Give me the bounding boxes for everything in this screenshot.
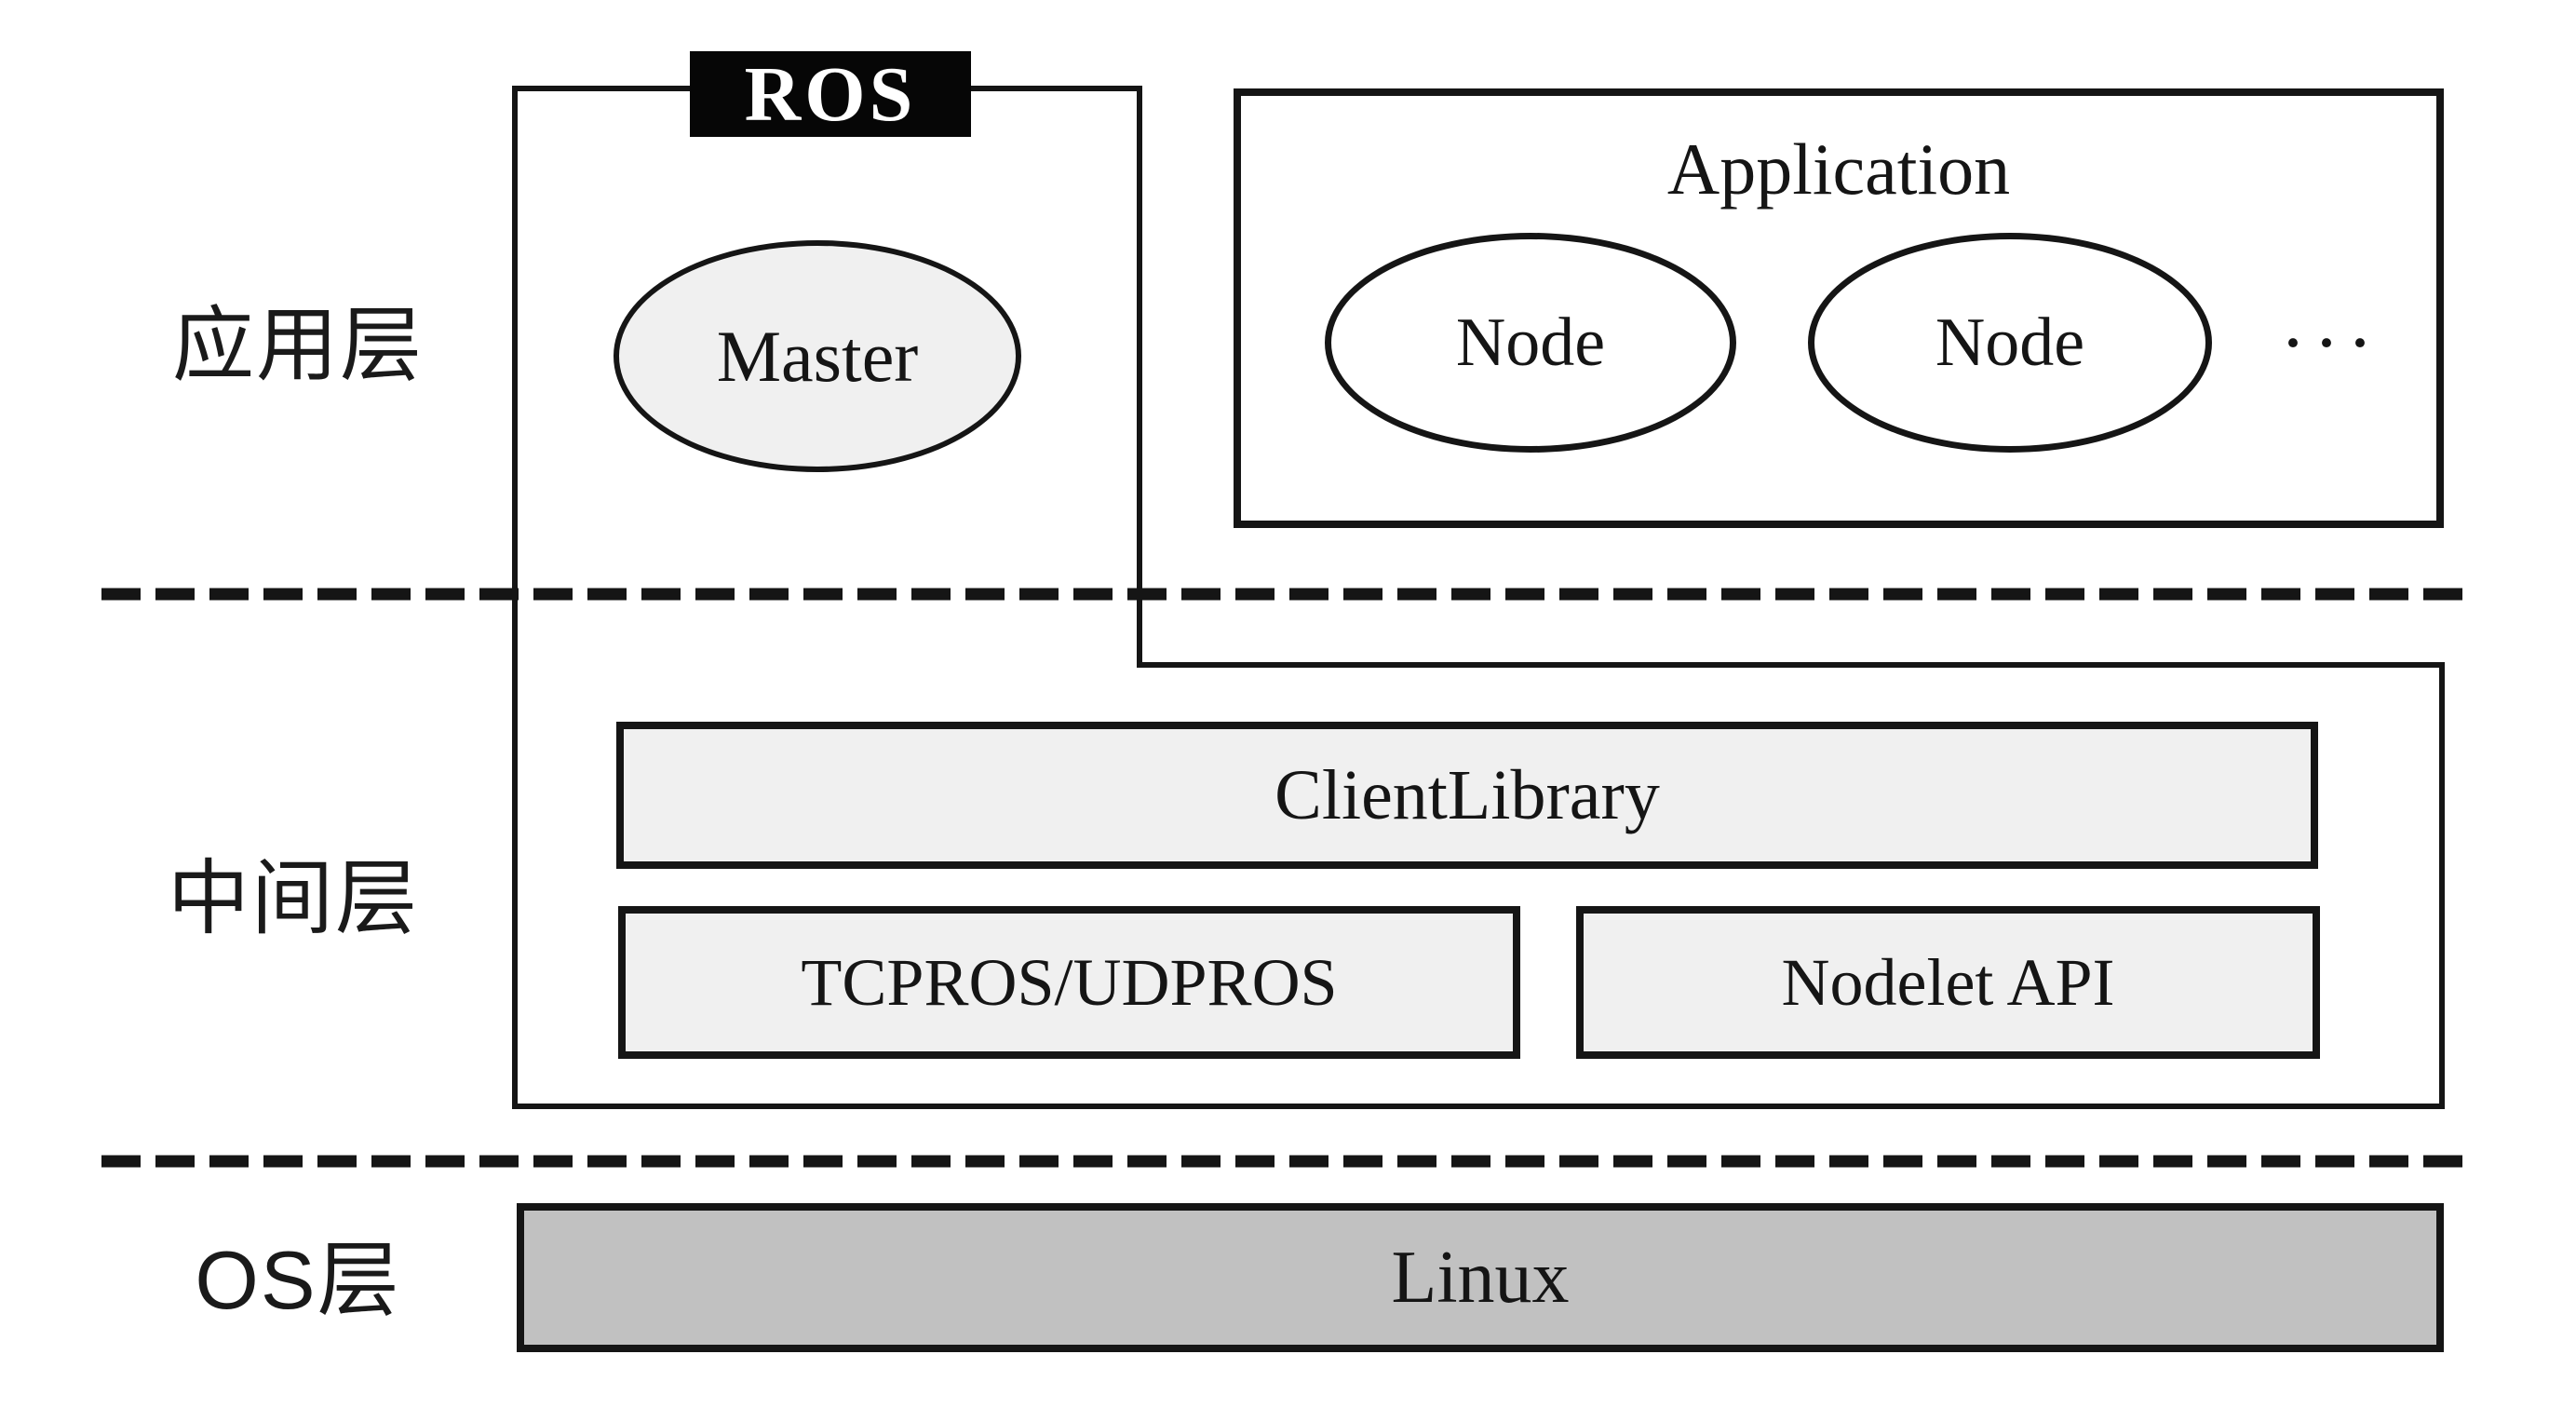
master-node-ellipse: Master [614,240,1021,472]
ros-tag: ROS [690,51,971,138]
nodelet-api-box: Nodelet API [1576,906,2320,1059]
application-box: Application Node Node ··· [1234,88,2444,528]
application-box-title: Application [1666,129,2011,210]
tcpros-udpros-box: TCPROS/UDPROS [618,906,1520,1059]
node-ellipse: Node [1808,233,2212,453]
application-layer-label: 应用层 [171,299,424,391]
os-layer-label: OS层 [195,1234,401,1326]
client-library-box: ClientLibrary [616,722,2318,869]
ros-region-outline [512,86,2445,1109]
linux-os-box: Linux [517,1203,2444,1352]
more-nodes-ellipsis: ··· [2280,299,2380,386]
node-ellipse: Node [1325,233,1736,453]
middleware-layer-label: 中间层 [167,852,419,944]
